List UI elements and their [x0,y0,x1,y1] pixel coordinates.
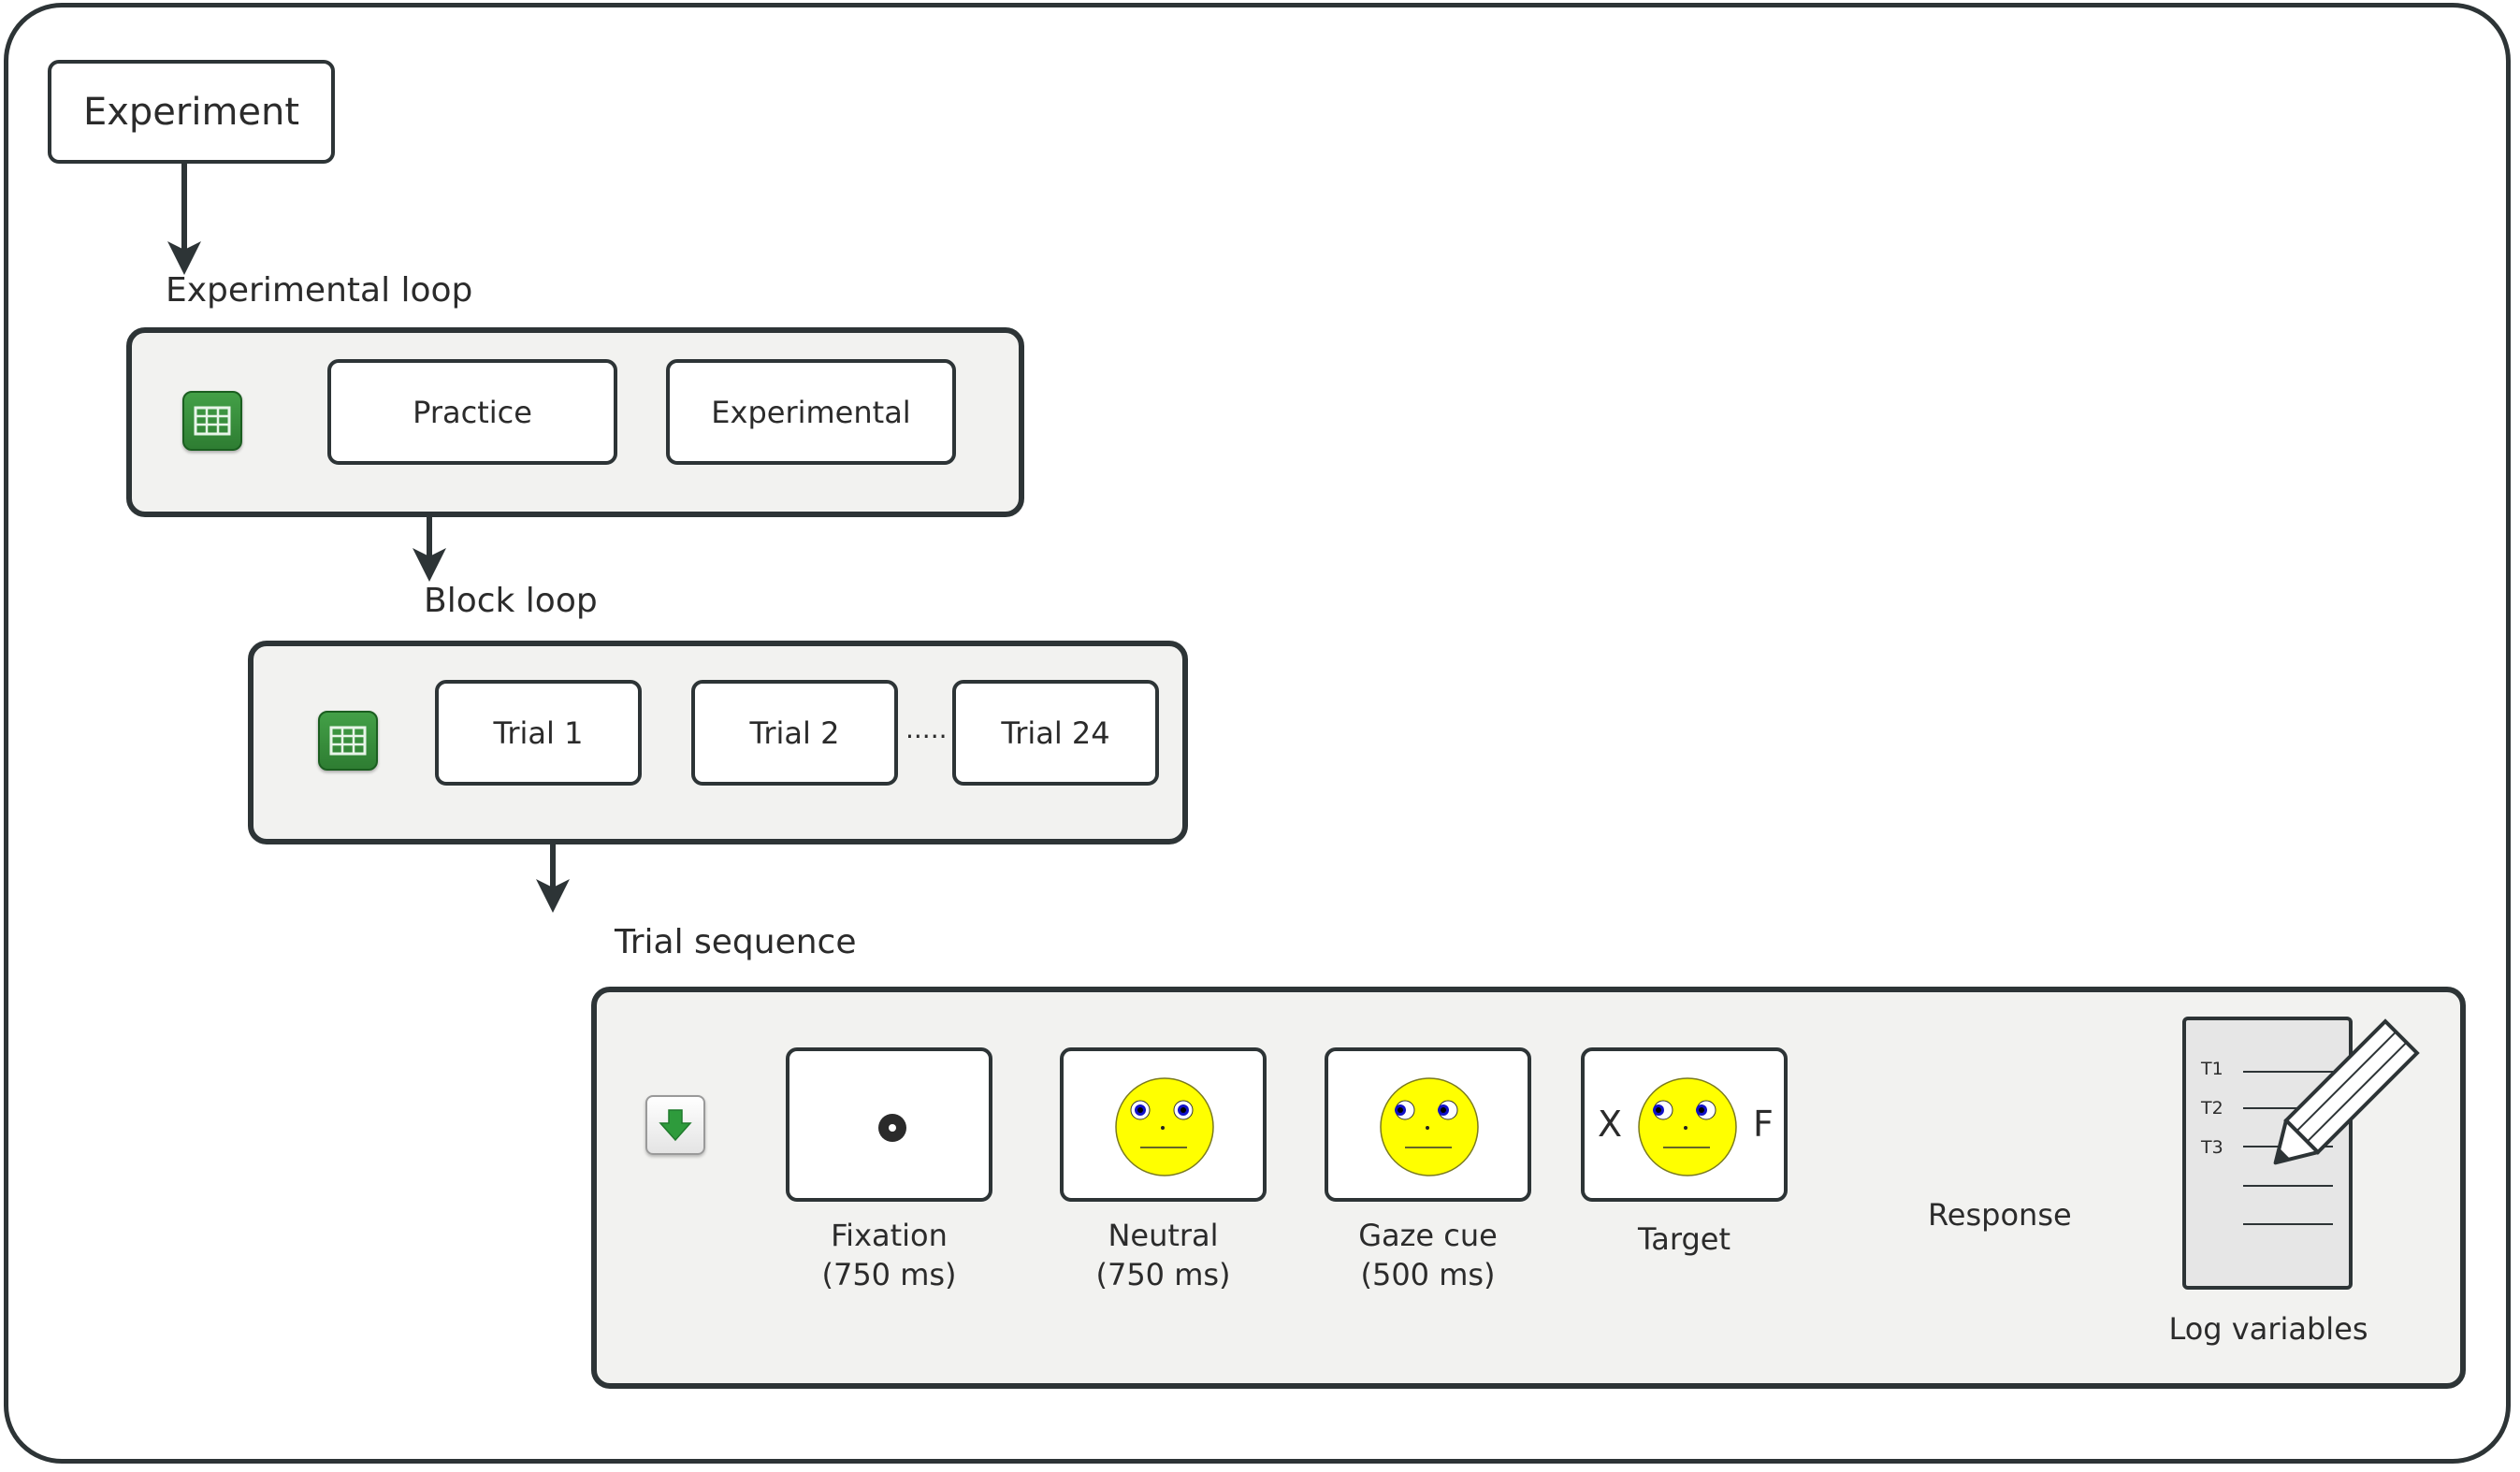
fixation-caption: Fixation (750 ms) [786,1216,992,1294]
gaze-cue-caption: Gaze cue (500 ms) [1325,1216,1531,1294]
trial-1-node: Trial 1 [435,680,642,786]
spreadsheet-icon [318,711,378,771]
trial-1-label: Trial 1 [493,714,584,751]
neutral-duration: (750 ms) [1095,1257,1231,1292]
gaze-face-icon [1380,1077,1479,1176]
trial-2-node: Trial 2 [691,680,898,786]
neutral-name: Neutral [1108,1218,1219,1253]
log-variables-label: Log variables [2168,1311,2368,1347]
practice-label: Practice [413,394,532,430]
experimental-label: Experimental [711,394,911,430]
down-arrow-icon [645,1095,705,1155]
trial-24-label: Trial 24 [1001,714,1110,751]
gaze-cue-duration: (500 ms) [1360,1257,1496,1292]
experimental-node: Experimental [666,359,956,465]
gaze-cue-name: Gaze cue [1358,1218,1498,1253]
trial-sequence-title: Trial sequence [615,923,857,961]
target-left-letter: X [1598,1104,1623,1145]
target-right-letter: F [1753,1104,1774,1145]
log-row-label: T2 [2201,1098,2223,1118]
neutral-caption: Neutral (750 ms) [1060,1216,1267,1294]
trial-24-node: Trial 24 [952,680,1159,786]
target-face-icon [1638,1077,1737,1176]
gaze-cue-screen [1325,1047,1531,1202]
log-caption: Log variables [2151,1309,2385,1349]
experimental-loop-title: Experimental loop [166,271,473,310]
response-label: Response [1928,1197,2072,1233]
experiment-node: Experiment [48,60,335,164]
experiment-label: Experiment [82,90,300,134]
target-screen: X F [1581,1047,1788,1202]
practice-node: Practice [327,359,617,465]
neutral-face-icon [1115,1077,1214,1176]
log-row-label: T1 [2201,1059,2223,1079]
block-loop-title: Block loop [424,582,598,620]
target-name: Target [1638,1221,1731,1257]
fixation-duration: (750 ms) [821,1257,957,1292]
fixation-screen [786,1047,992,1202]
neutral-screen [1060,1047,1267,1202]
spreadsheet-icon [182,391,242,451]
log-sheet [2182,1017,2353,1290]
fixation-name: Fixation [831,1218,948,1253]
log-row-label: T3 [2201,1137,2223,1158]
trial-ellipsis: ..... [905,714,948,744]
target-caption: Target [1581,1219,1788,1259]
fixation-dot-icon [878,1114,906,1142]
trial-2-label: Trial 2 [749,714,840,751]
